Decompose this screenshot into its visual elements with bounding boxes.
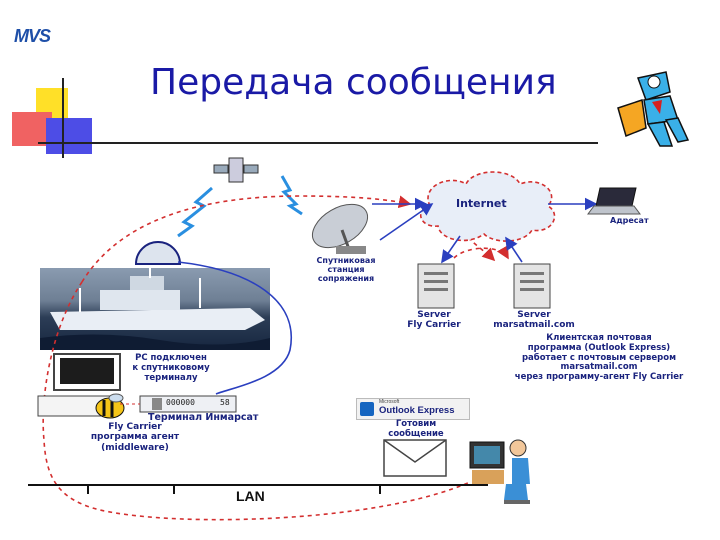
arrow-server-cloud — [505, 236, 523, 263]
decor-red-square — [12, 112, 52, 146]
terminal-display: 000000 — [166, 398, 195, 407]
server-fly-carrier-icon — [417, 263, 455, 309]
logo-text: MVS — [14, 26, 51, 46]
bee-mascot-icon — [95, 393, 125, 419]
signal-lightning-left — [177, 186, 213, 238]
slide-title: Передача сообщения — [150, 62, 557, 103]
link-ship-terminal — [177, 261, 293, 395]
pc-monitor-icon — [53, 353, 121, 391]
outlook-icon — [360, 402, 374, 416]
ship-photo — [40, 268, 270, 350]
laptop-icon — [587, 187, 641, 215]
internet-cloud — [419, 171, 556, 242]
addressee-label: Адресат — [610, 216, 649, 225]
dashed-route-left — [42, 281, 471, 521]
decor-vertical-line — [62, 78, 64, 158]
server-marsatmail-icon — [513, 263, 551, 309]
signal-lightning-right — [280, 175, 303, 216]
satellite-icon — [213, 157, 259, 183]
lan-label: LAN — [236, 488, 265, 504]
company-logo: MVS — [14, 26, 51, 47]
arrow-cloud-server-fly — [441, 235, 461, 264]
outlook-name: Outlook Express — [379, 405, 455, 416]
terminal-label: Терминал Инмарсат — [148, 412, 259, 423]
arrow-dish-station — [379, 203, 434, 241]
outlook-brand: Microsoft — [379, 399, 400, 405]
dashed-route-top — [81, 195, 412, 283]
internet-label: Internet — [456, 197, 507, 210]
lan-line — [28, 484, 488, 486]
running-man-clipart-icon — [617, 71, 690, 147]
terminal-key: 58 — [220, 398, 230, 407]
outlook-express-logo: Microsoft Outlook Express — [356, 398, 470, 420]
satellite-dish-icon — [312, 203, 368, 254]
decor-blue-square — [46, 118, 92, 154]
envelope-icon — [383, 439, 447, 477]
person-at-computer-icon — [469, 439, 530, 504]
decor-horizontal-line — [38, 142, 598, 144]
dashed-route-internet — [461, 231, 496, 262]
antenna-dome-icon — [134, 241, 182, 265]
